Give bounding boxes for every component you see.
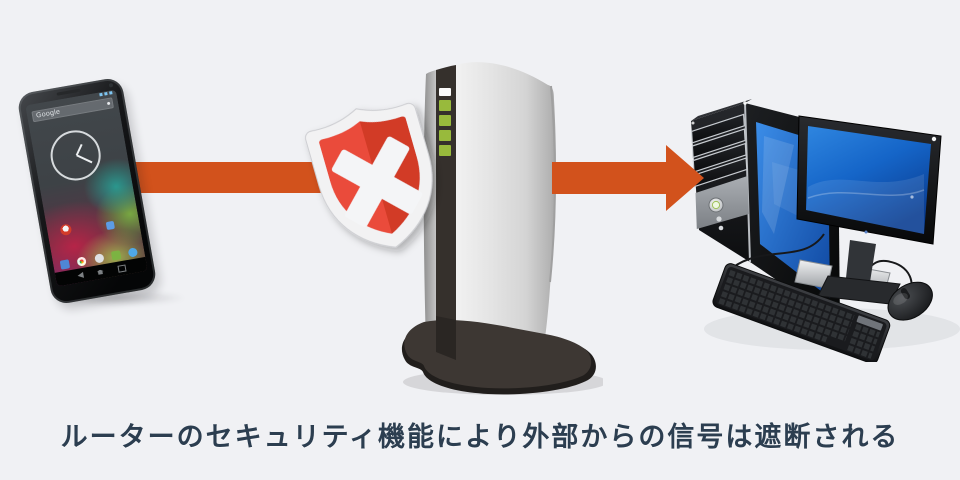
mic-icon xyxy=(106,101,111,106)
smartphone-body: Google xyxy=(16,76,158,306)
block-shield-icon xyxy=(305,102,433,248)
phone-status-icons xyxy=(99,91,113,97)
chrome-icon xyxy=(76,255,88,267)
back-icon xyxy=(76,272,84,279)
router-body-group xyxy=(423,62,556,360)
home-icon xyxy=(96,269,104,275)
phone-app-icon xyxy=(127,246,138,258)
router-led-green xyxy=(439,130,451,141)
monitor xyxy=(796,115,942,305)
keyboard-cable xyxy=(731,233,825,269)
signal-arrow-right xyxy=(552,145,704,211)
monitor-screen xyxy=(806,126,931,234)
reset-button xyxy=(716,216,722,222)
x-bar xyxy=(344,136,410,228)
app-icon xyxy=(105,220,115,231)
app-drawer-icon xyxy=(93,252,105,264)
app-icon xyxy=(59,223,73,237)
recents-icon xyxy=(116,264,126,273)
tower-top xyxy=(691,99,752,121)
router-side-panel xyxy=(456,62,556,360)
x-mark-icon xyxy=(331,136,423,228)
mouse-body xyxy=(887,281,933,321)
arrow-shape xyxy=(552,145,704,211)
shield-group xyxy=(305,102,433,248)
wallpaper-swirl-line xyxy=(807,189,925,199)
clock-widget xyxy=(46,126,105,185)
monitor-brand-dot xyxy=(864,230,868,234)
phone-screen: Google xyxy=(25,89,148,287)
router-led-green xyxy=(439,100,451,111)
router-stand xyxy=(401,316,596,395)
mouse xyxy=(887,281,933,321)
power-button-led xyxy=(711,200,721,210)
drive-bay xyxy=(690,113,745,144)
smartphone: Google xyxy=(16,76,194,316)
keyboard-lcd xyxy=(856,315,883,331)
wireless-router xyxy=(401,62,603,395)
router-led-power xyxy=(439,88,451,96)
google-search-bar: Google xyxy=(31,97,115,123)
aux-button xyxy=(718,225,724,231)
router-led-green xyxy=(439,115,451,126)
google-search-label: Google xyxy=(35,108,61,120)
sparkle xyxy=(910,195,914,199)
mouse-scroll-wheel xyxy=(900,287,911,300)
phone-camera xyxy=(108,82,114,88)
keyboard xyxy=(712,263,891,362)
router-left-edge xyxy=(423,70,436,352)
router-led-green xyxy=(439,145,451,156)
window-reflection xyxy=(762,136,794,234)
signal-arrow-left-segment xyxy=(130,162,326,193)
caption-text: ルーターのセキュリティ機能により外部からの信号は遮断される xyxy=(60,422,900,452)
phone-speaker xyxy=(56,88,81,96)
keyboard-keys xyxy=(718,269,881,359)
sparkle xyxy=(743,101,747,105)
drive-bay xyxy=(691,128,746,159)
drive-bay xyxy=(692,142,747,173)
router-base-joint xyxy=(436,316,456,360)
wallpaper-swirl xyxy=(806,174,924,234)
sparkle xyxy=(931,136,937,142)
desktop-computer xyxy=(690,99,960,362)
monitor-stand-neck xyxy=(846,240,876,282)
gallery-icon xyxy=(59,258,71,270)
mouse-highlight xyxy=(893,292,908,305)
messages-icon xyxy=(110,249,122,261)
sparkle xyxy=(691,121,695,125)
clock-minute-hand xyxy=(76,154,93,164)
